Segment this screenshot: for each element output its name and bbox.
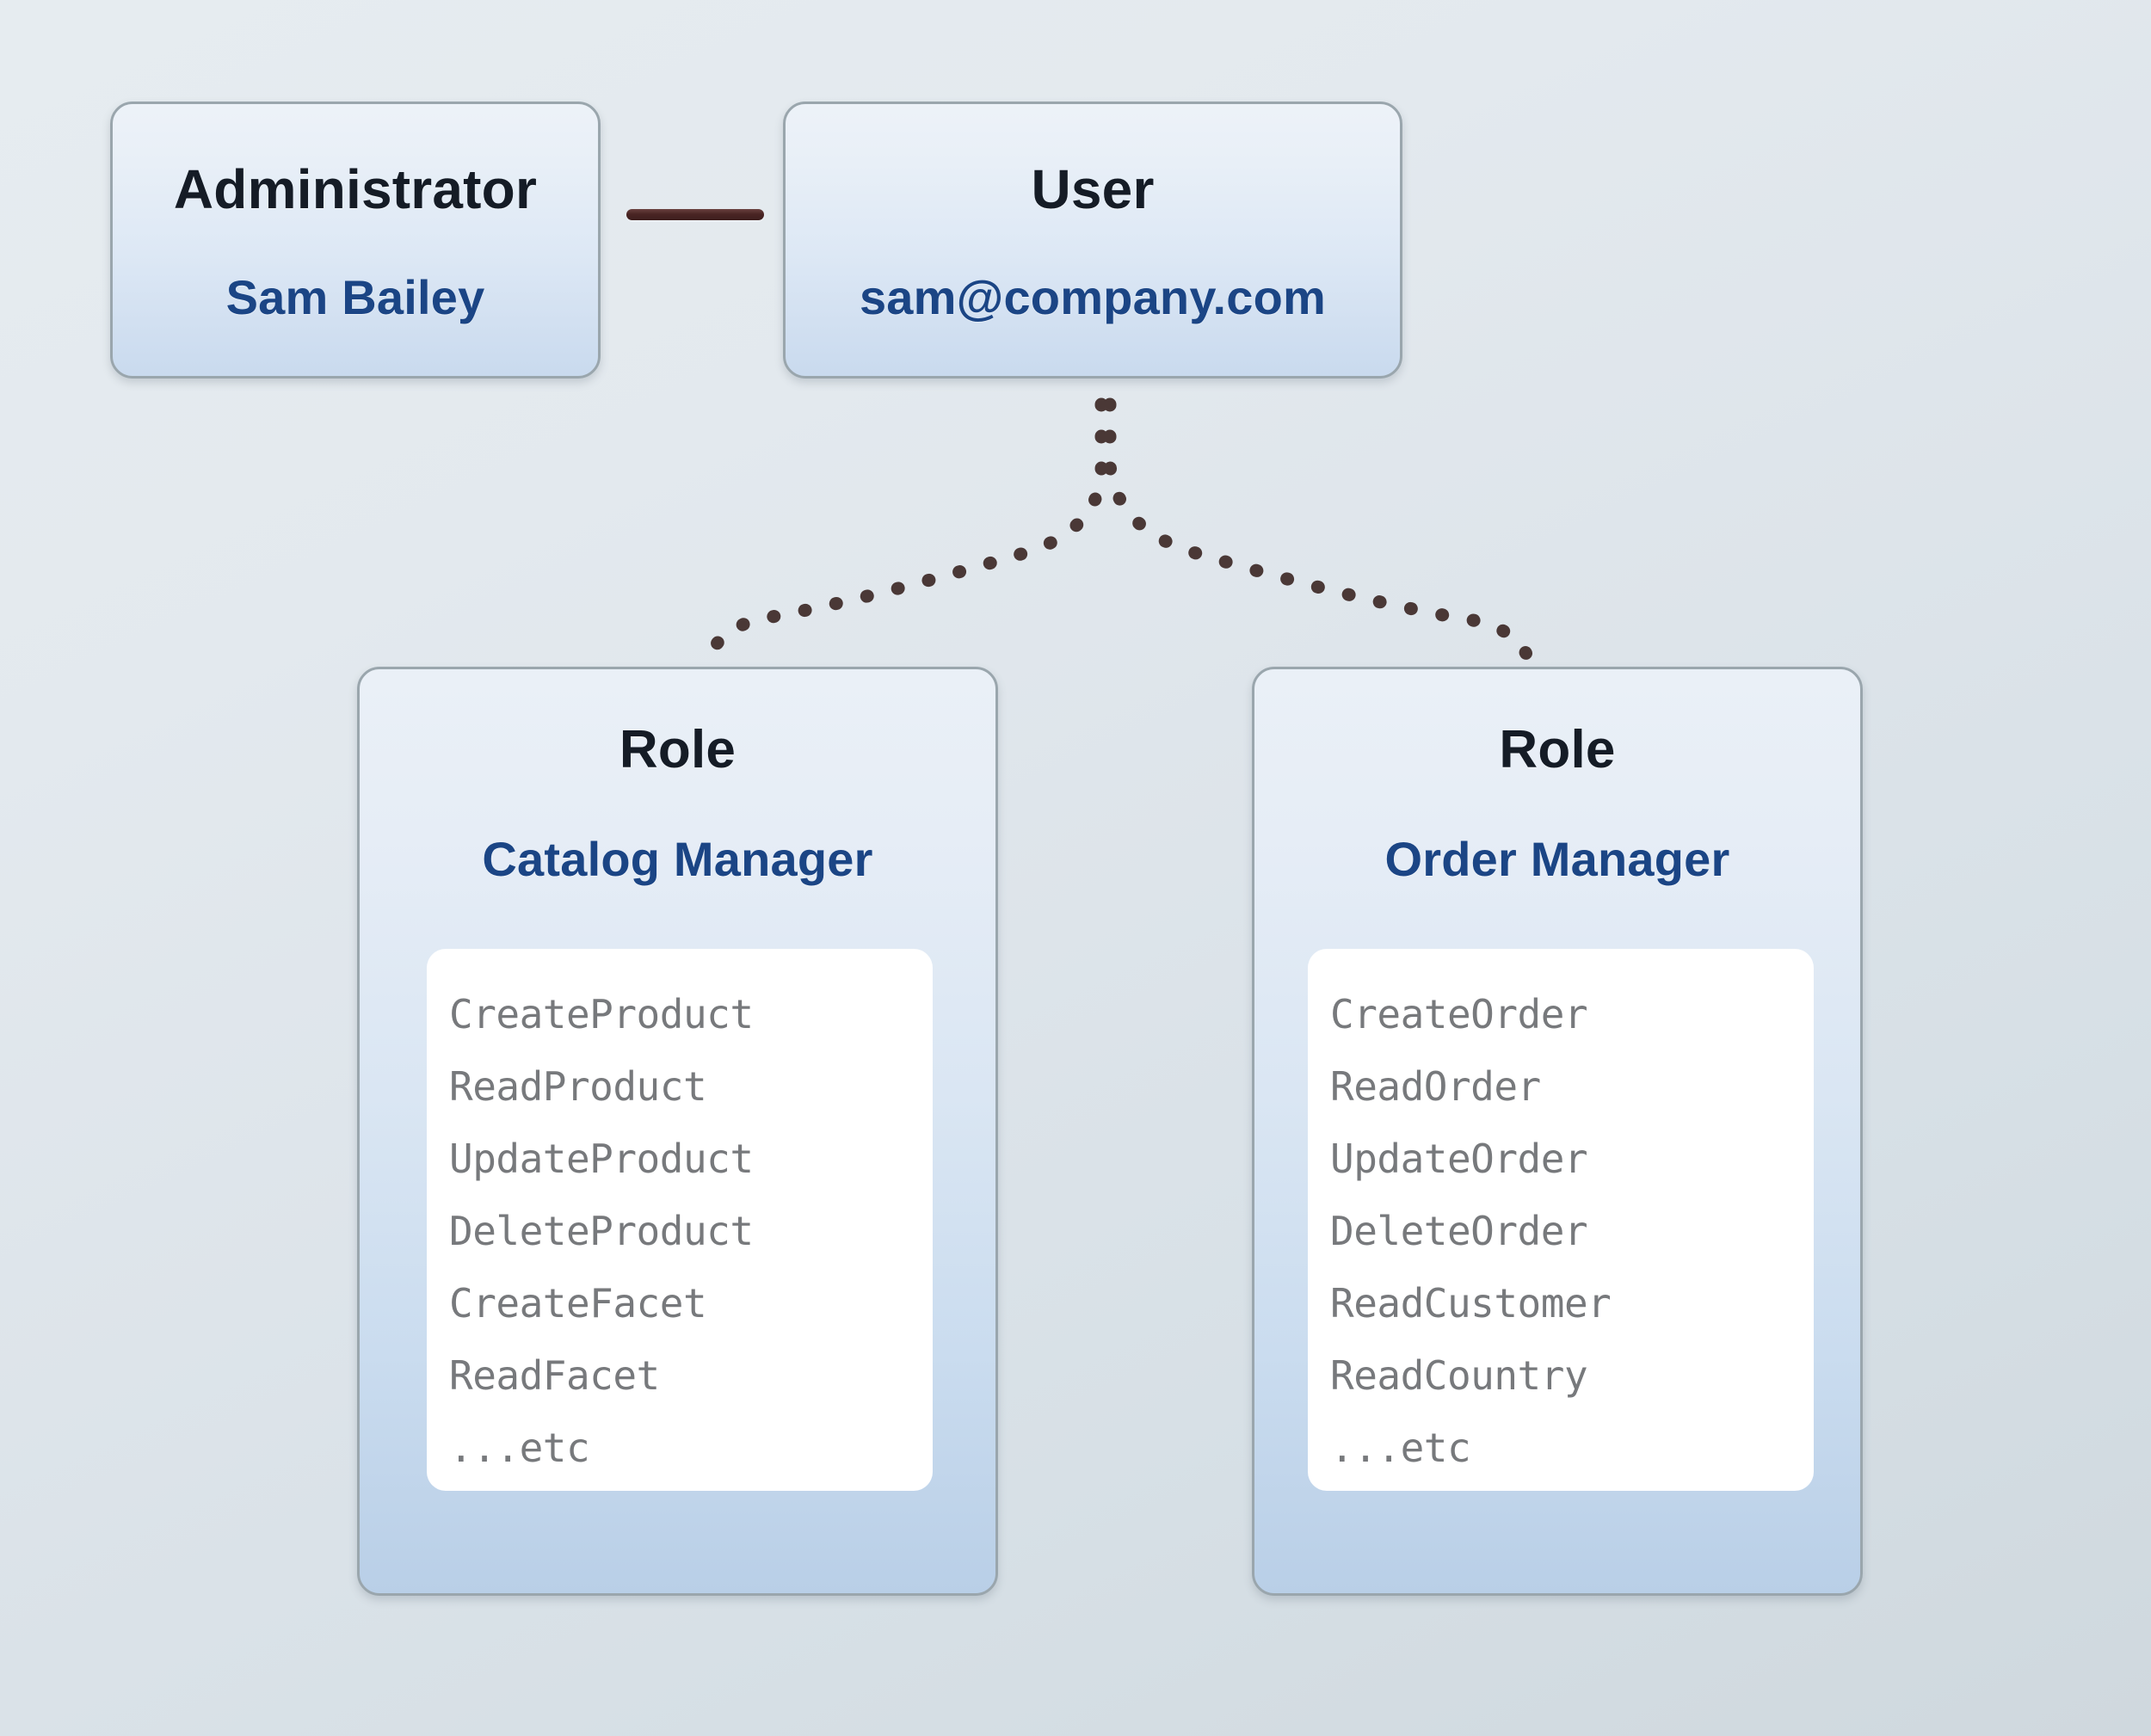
permission-item: ...etc [1330, 1425, 1471, 1471]
user-type-label: User [1031, 158, 1155, 220]
permission-item: ReadCountry [1330, 1352, 1588, 1399]
node-role-catalog-manager[interactable]: Role Catalog Manager CreateProduct ReadP… [357, 667, 998, 1596]
role-catalog-type-label: Role [619, 720, 737, 779]
role-catalog-name-value: Catalog Manager [482, 832, 873, 886]
permission-item: ReadProduct [449, 1063, 707, 1110]
permission-panel-catalog: CreateProduct ReadProduct UpdateProduct … [427, 949, 933, 1491]
permission-item: UpdateProduct [449, 1136, 754, 1182]
connector-administrator-to-user [626, 209, 764, 220]
permission-item: DeleteOrder [1330, 1208, 1588, 1254]
permission-item: ...etc [449, 1425, 590, 1471]
permission-item: CreateOrder [1330, 991, 1588, 1037]
role-order-name-value: Order Manager [1384, 832, 1730, 886]
role-order-type-label: Role [1499, 720, 1616, 779]
permission-panel-order: CreateOrder ReadOrder UpdateOrder Delete… [1308, 949, 1814, 1491]
node-administrator[interactable]: Administrator Sam Bailey [110, 102, 601, 379]
connector-user-to-role-catalog [700, 397, 1108, 671]
permission-item: CreateFacet [449, 1280, 707, 1327]
permission-item: ReadCustomer [1330, 1280, 1612, 1327]
node-role-order-manager[interactable]: Role Order Manager CreateOrder ReadOrder… [1252, 667, 1863, 1596]
permission-item: ReadFacet [449, 1352, 660, 1399]
user-email-value: sam@company.com [859, 270, 1327, 324]
permission-item: DeleteProduct [449, 1208, 754, 1254]
node-user[interactable]: User sam@company.com [783, 102, 1402, 379]
administrator-name-value: Sam Bailey [225, 270, 485, 324]
administrator-type-label: Administrator [173, 158, 538, 220]
permission-item: CreateProduct [449, 991, 754, 1037]
connector-user-to-role-order [1103, 397, 1537, 671]
permission-item: ReadOrder [1330, 1063, 1541, 1110]
permission-item: UpdateOrder [1330, 1136, 1588, 1182]
